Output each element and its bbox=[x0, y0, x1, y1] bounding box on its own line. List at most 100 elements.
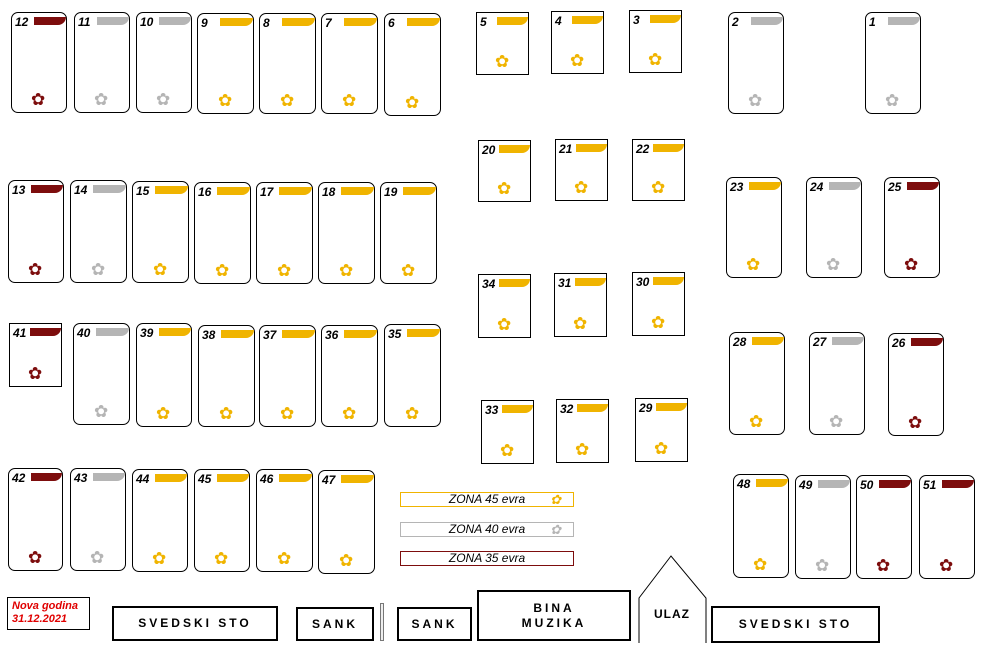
table-18[interactable]: 18✿ bbox=[318, 182, 375, 284]
table-number: 48 bbox=[737, 477, 751, 491]
zone-flag bbox=[30, 328, 61, 336]
flower-icon: ✿ bbox=[826, 255, 841, 274]
table-13[interactable]: 13✿ bbox=[8, 180, 64, 283]
table-24[interactable]: 24✿ bbox=[806, 177, 862, 278]
table-47[interactable]: 47 ✿ bbox=[318, 470, 375, 574]
table-32[interactable]: 32 ✿ bbox=[556, 399, 609, 463]
table-number: 31 bbox=[558, 276, 572, 290]
zone-flag bbox=[656, 403, 687, 411]
table-36[interactable]: 36✿ bbox=[321, 325, 378, 427]
table-number: 22 bbox=[636, 142, 650, 156]
table-number: 4 bbox=[555, 14, 562, 28]
table-35[interactable]: 35✿ bbox=[384, 324, 441, 427]
table-number: 9 bbox=[201, 16, 208, 30]
table-number: 20 bbox=[482, 143, 496, 157]
table-50[interactable]: 50✿ bbox=[856, 475, 912, 579]
table-number: 21 bbox=[559, 142, 573, 156]
table-14[interactable]: 14✿ bbox=[70, 180, 127, 283]
table-16[interactable]: 16✿ bbox=[194, 182, 251, 284]
table-45[interactable]: 45✿ bbox=[194, 469, 250, 572]
table-41[interactable]: 41 ✿ bbox=[9, 323, 62, 387]
table-21[interactable]: 21✿ bbox=[555, 139, 608, 201]
zone-flag bbox=[751, 17, 783, 25]
table-number: 32 bbox=[560, 402, 574, 416]
table-6[interactable]: 6✿ bbox=[384, 13, 441, 116]
flower-icon: ✿ bbox=[280, 404, 295, 423]
legend-zone-45: ZONA 45 evra✿ bbox=[400, 492, 574, 507]
flower-icon: ✿ bbox=[219, 404, 234, 423]
flower-icon: ✿ bbox=[152, 549, 167, 568]
buffet-left: SVEDSKI STO bbox=[112, 606, 278, 641]
table-5[interactable]: 5✿ bbox=[476, 12, 529, 75]
table-number: 51 bbox=[923, 478, 937, 492]
table-9[interactable]: 9✿ bbox=[197, 13, 254, 114]
table-number: 13 bbox=[12, 183, 26, 197]
table-number: 34 bbox=[482, 277, 496, 291]
table-26[interactable]: 26✿ bbox=[888, 333, 944, 436]
zone-flag bbox=[93, 473, 125, 481]
table-27[interactable]: 27✿ bbox=[809, 332, 865, 435]
table-15[interactable]: 15✿ bbox=[132, 181, 189, 283]
entrance-label: ULAZ bbox=[654, 607, 690, 621]
table-number: 6 bbox=[388, 16, 395, 30]
table-12[interactable]: 12✿ bbox=[11, 12, 67, 113]
table-40[interactable]: 40✿ bbox=[73, 323, 130, 425]
table-10[interactable]: 10✿ bbox=[136, 12, 192, 113]
table-8[interactable]: 8✿ bbox=[259, 13, 316, 114]
table-number: 33 bbox=[485, 403, 499, 417]
zone-flag bbox=[31, 473, 62, 481]
table-30[interactable]: 30✿ bbox=[632, 272, 685, 336]
table-29[interactable]: 29✿ bbox=[635, 398, 688, 462]
table-51[interactable]: 51✿ bbox=[919, 475, 975, 579]
flower-icon: ✿ bbox=[339, 551, 354, 570]
entrance-outline bbox=[638, 555, 707, 643]
flower-icon: ✿ bbox=[31, 90, 46, 109]
table-33[interactable]: 33 ✿ bbox=[481, 400, 534, 464]
table-20[interactable]: 20✿ bbox=[478, 140, 531, 202]
table-number: 42 bbox=[12, 471, 26, 485]
flower-icon: ✿ bbox=[654, 439, 669, 458]
table-number: 47 bbox=[322, 473, 336, 487]
table-42[interactable]: 42✿ bbox=[8, 468, 63, 571]
zone-flag bbox=[888, 17, 920, 25]
zone-flag bbox=[749, 182, 781, 190]
flower-icon: ✿ bbox=[500, 441, 515, 460]
table-48[interactable]: 48✿ bbox=[733, 474, 789, 578]
flower-icon: ✿ bbox=[748, 91, 763, 110]
table-34[interactable]: 34✿ bbox=[478, 274, 531, 338]
zone-flag bbox=[911, 338, 943, 346]
flower-icon: ✿ bbox=[575, 440, 590, 459]
table-25[interactable]: 25✿ bbox=[884, 177, 940, 278]
table-11[interactable]: 11✿ bbox=[74, 12, 130, 113]
table-44[interactable]: 44✿ bbox=[132, 469, 188, 572]
zone-flag bbox=[220, 18, 253, 26]
table-2[interactable]: 2✿ bbox=[728, 12, 784, 114]
flower-icon: ✿ bbox=[28, 364, 43, 383]
table-22[interactable]: 22✿ bbox=[632, 139, 685, 201]
table-28[interactable]: 28✿ bbox=[729, 332, 785, 435]
table-37[interactable]: 37✿ bbox=[259, 325, 316, 427]
flower-icon: ✿ bbox=[746, 255, 761, 274]
table-1[interactable]: 1✿ bbox=[865, 12, 921, 114]
table-7[interactable]: 7✿ bbox=[321, 13, 378, 114]
flower-icon: ✿ bbox=[153, 260, 168, 279]
zone-flag bbox=[279, 474, 312, 482]
table-number: 23 bbox=[730, 180, 744, 194]
table-43[interactable]: 43✿ bbox=[70, 468, 126, 571]
table-49[interactable]: 49✿ bbox=[795, 475, 851, 579]
zone-flag bbox=[31, 185, 63, 193]
table-4[interactable]: 4✿ bbox=[551, 11, 604, 74]
table-19[interactable]: 19✿ bbox=[380, 182, 437, 284]
zone-flag bbox=[653, 277, 684, 285]
table-3[interactable]: 3✿ bbox=[629, 10, 682, 73]
table-17[interactable]: 17✿ bbox=[256, 182, 313, 284]
table-number: 41 bbox=[13, 326, 27, 340]
table-39[interactable]: 39✿ bbox=[136, 323, 192, 427]
table-31[interactable]: 31✿ bbox=[554, 273, 607, 337]
table-23[interactable]: 23 ✿ bbox=[726, 177, 782, 278]
zone-flag bbox=[653, 144, 684, 152]
flower-icon: ✿ bbox=[648, 50, 663, 69]
table-38[interactable]: 38✿ bbox=[198, 325, 255, 427]
table-46[interactable]: 46✿ bbox=[256, 469, 313, 572]
